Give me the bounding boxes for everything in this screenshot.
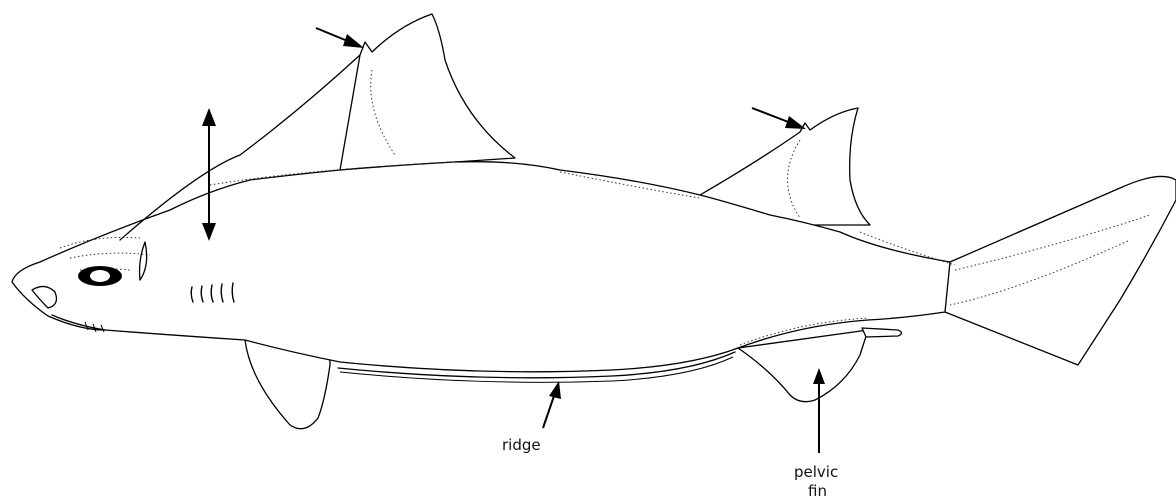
- second-dorsal-spine-arrow: [752, 108, 806, 129]
- eye-pupil: [90, 270, 110, 282]
- ridge-label: ridge: [502, 436, 541, 454]
- caudal-fin: [943, 176, 1176, 365]
- first-dorsal-spine-arrow: [316, 28, 364, 48]
- pelvic-fin-label-line2: fin: [808, 482, 827, 500]
- first-dorsal-fin: [340, 14, 515, 170]
- anal-fin: [862, 328, 902, 337]
- pelvic-fin-label-line1: pelvic: [794, 463, 838, 481]
- pelvic-fin-arrow: [813, 368, 825, 453]
- ridge-arrow: [543, 381, 561, 428]
